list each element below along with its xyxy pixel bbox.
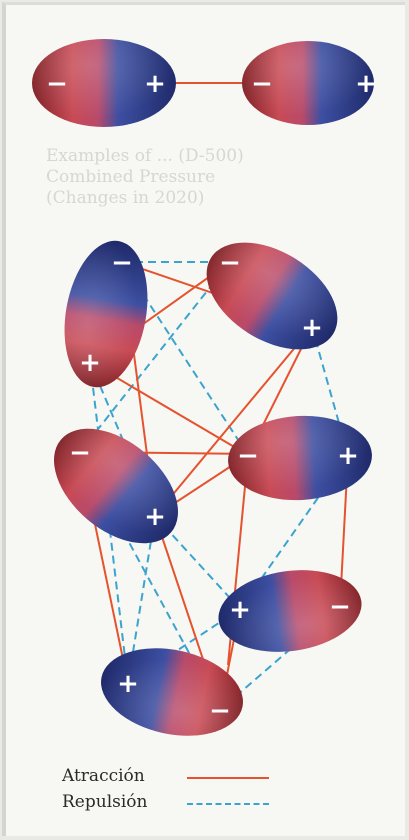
negative-pole-label: − [237,441,259,471]
legend-repulsion: Repulsión [62,792,147,818]
legend-repulsion-swatch [187,803,269,805]
legend-attraction: Atracción [62,766,147,792]
legend: Atracción Repulsión [62,766,147,818]
positive-pole-label: + [144,502,166,532]
positive-pole-label: + [355,69,377,99]
negative-pole-label: − [69,438,91,468]
negative-pole-label: − [46,69,68,99]
positive-pole-label: + [229,595,251,625]
negative-pole-label: − [251,69,273,99]
legend-repulsion-label: Repulsión [62,792,147,812]
positive-pole-label: + [144,69,166,99]
dipole [188,221,357,372]
legend-attraction-swatch [187,777,269,779]
negative-pole-label: − [219,248,241,278]
positive-pole-label: + [117,669,139,699]
dipole-diagram: − + − + − + − + − + − + + − + − [0,0,409,760]
negative-pole-label: − [329,592,351,622]
positive-pole-label: + [79,348,101,378]
legend-attraction-label: Atracción [62,766,145,786]
negative-pole-label: − [209,696,231,726]
positive-pole-label: + [301,313,323,343]
dipole [33,406,200,566]
negative-pole-label: − [111,248,133,278]
dipole [54,234,158,394]
positive-pole-label: + [337,441,359,471]
